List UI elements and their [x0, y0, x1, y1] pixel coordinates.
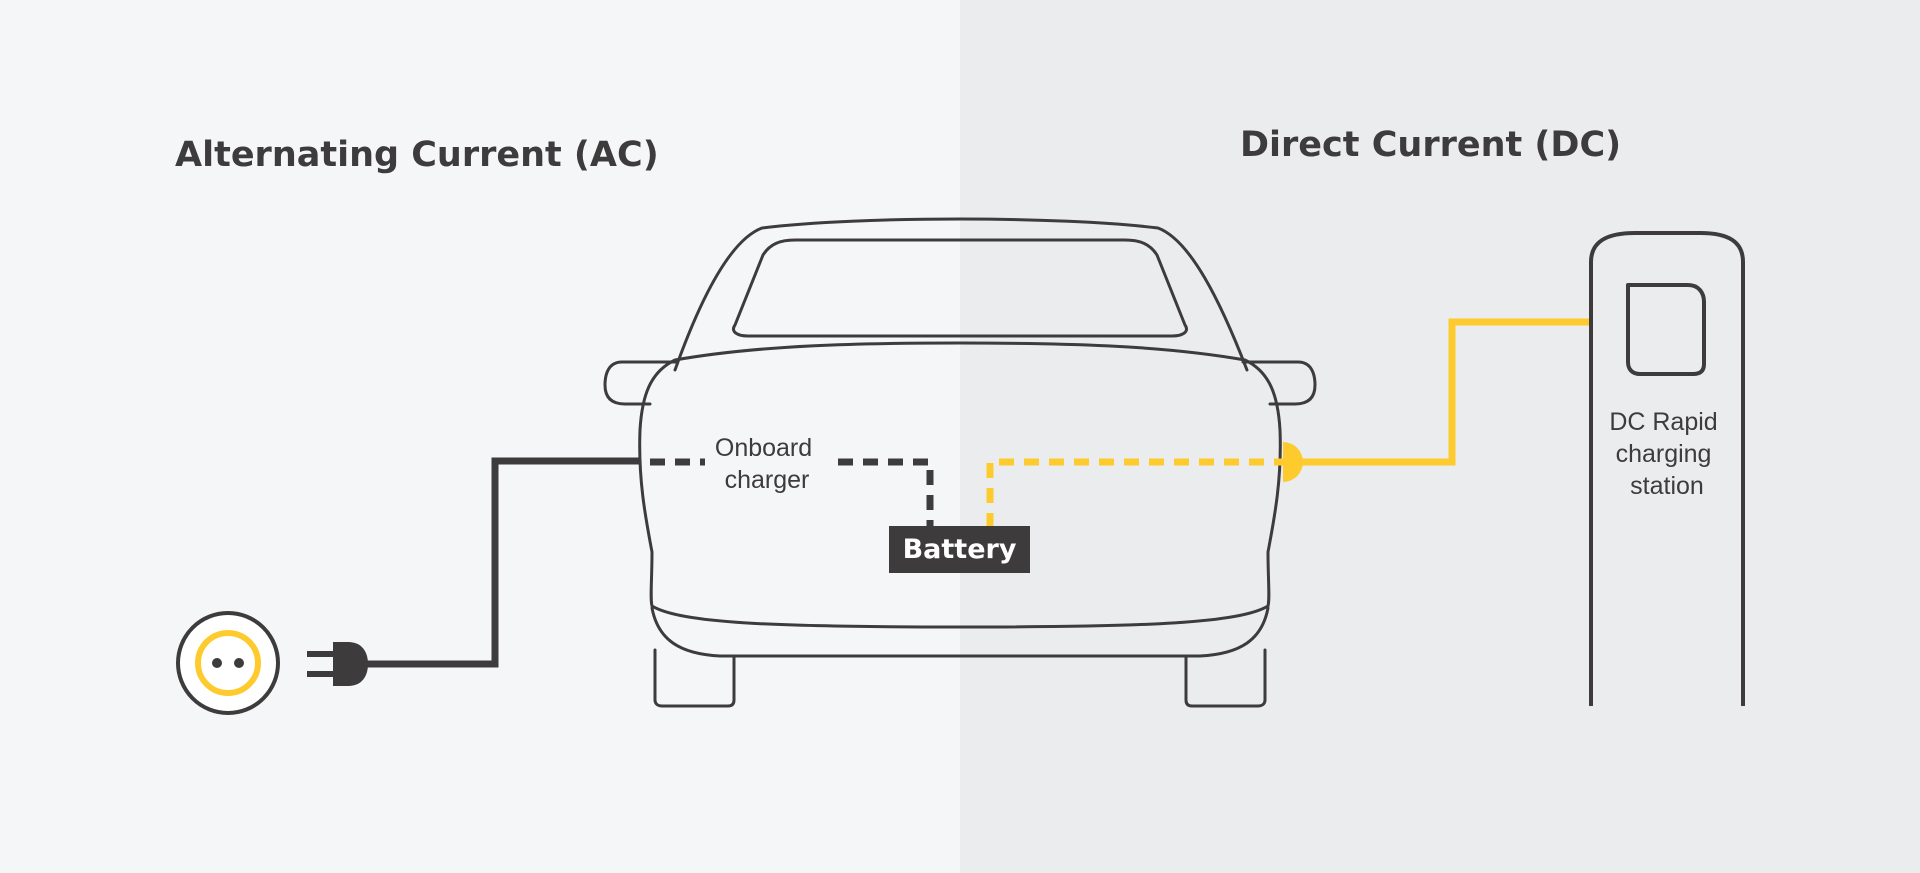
wall-socket-icon	[176, 611, 280, 715]
station-screen	[1626, 283, 1706, 376]
dc-cable	[1300, 318, 1590, 466]
charging-station-icon	[1589, 231, 1745, 706]
battery-box: Battery	[889, 526, 1030, 573]
dc-internal-wiring	[986, 458, 1283, 528]
dc-connector-icon	[1283, 442, 1303, 482]
dc-station-label: DC Rapid charging station	[1609, 408, 1724, 500]
ac-panel-background	[0, 0, 960, 873]
ac-plug-icon	[307, 642, 368, 686]
onboard-charger-label: Onboard charger	[715, 434, 819, 494]
ac-heading: Alternating Current (AC)	[175, 135, 659, 175]
car-front-icon	[603, 217, 1317, 708]
ac-internal-wiring	[650, 458, 934, 528]
dc-panel-background	[960, 0, 1920, 873]
battery-label: Battery	[903, 534, 1017, 565]
ac-cable	[355, 457, 640, 668]
dc-heading: Direct Current (DC)	[1240, 125, 1621, 165]
